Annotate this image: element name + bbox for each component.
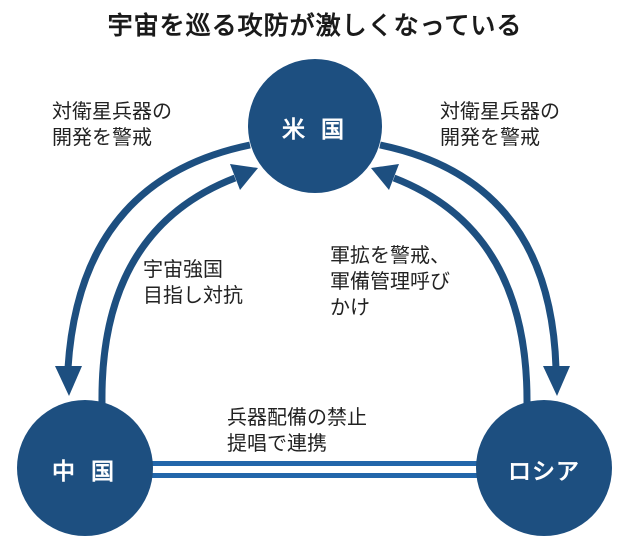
arrowhead-up-icon [230, 164, 258, 190]
arrowhead-down-icon [55, 366, 82, 396]
china-russia-link [150, 461, 480, 478]
label-line: 対衛星兵器の [440, 99, 560, 123]
label-usa-to-russia: 対衛星兵器の 開発を警戒 [440, 98, 560, 150]
node-russia-label: ロシア [508, 459, 580, 485]
label-line: 宇宙強国 [143, 257, 223, 281]
label-line: かけ [330, 295, 370, 319]
node-usa-label: 米 国 [281, 117, 348, 143]
arc-russia-to-usa [392, 174, 531, 404]
label-line: 開発を警戒 [440, 125, 540, 149]
node-usa [248, 59, 382, 193]
label-line: 兵器配備の禁止 [227, 405, 367, 429]
arrowhead-up-icon [371, 164, 399, 190]
arrow-russia-to-usa [371, 164, 531, 404]
label-usa-to-china: 対衛星兵器の 開発を警戒 [52, 98, 172, 150]
label-line: 目指し対抗 [143, 283, 243, 307]
arrow-usa-to-china [55, 141, 251, 396]
label-china-to-usa: 宇宙強国 目指し対抗 [143, 256, 243, 308]
arc-china-to-usa [98, 174, 237, 404]
label-china-russia: 兵器配備の禁止 提唱で連携 [227, 404, 367, 456]
arrow-china-to-usa [98, 164, 258, 404]
link-line-upper [150, 461, 480, 466]
label-line: 軍拡を警戒、 [330, 243, 450, 267]
label-line: 対衛星兵器の [52, 99, 172, 123]
arc-usa-to-china [64, 141, 251, 369]
arc-usa-to-russia [379, 141, 560, 369]
label-line: 軍備管理呼び [330, 269, 450, 293]
label-line: 提唱で連携 [227, 431, 327, 455]
arrow-usa-to-russia [379, 141, 570, 396]
node-china [17, 400, 153, 536]
link-line-lower [150, 473, 480, 478]
label-line: 開発を警戒 [52, 125, 152, 149]
node-china-label: 中 国 [51, 459, 118, 485]
diagram-title: 宇宙を巡る攻防が激しくなっている [107, 11, 523, 40]
label-russia-to-usa: 軍拡を警戒、 軍備管理呼び かけ [330, 242, 450, 320]
arrowhead-down-icon [543, 366, 570, 396]
node-russia [476, 400, 612, 536]
